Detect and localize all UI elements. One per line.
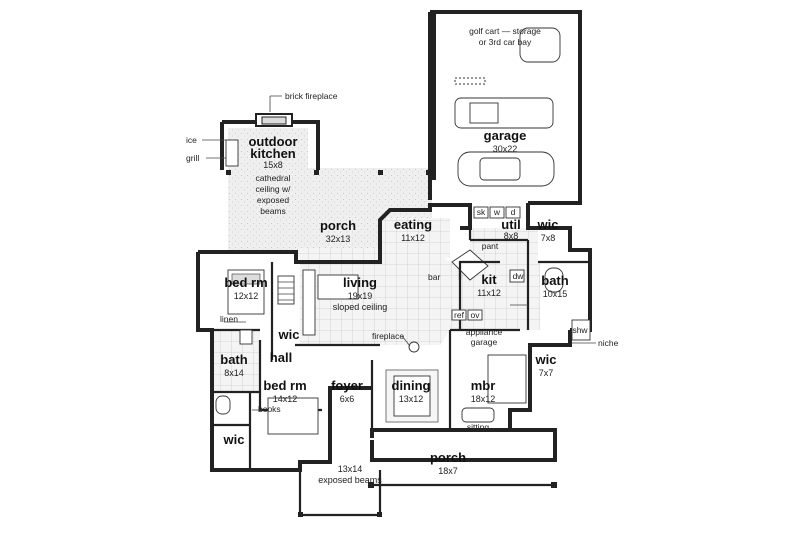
kit-name: kit [481,272,497,287]
bed-rm-1-name: bed rm [224,275,267,290]
porch-back-name: porch [320,218,356,233]
living-dims: 19x19 [348,291,373,301]
fixtures [215,27,591,435]
kit-dims: 11x12 [477,288,501,298]
util-dims: 8x8 [504,231,519,241]
fireplace-label: fireplace [372,331,404,341]
outdoor-kitchen-note-2: ceiling w/ [256,184,292,194]
living-note: sloped ceiling [333,302,388,312]
bath-master-dims: 10x15 [543,289,568,299]
wic-top-name: wic [537,217,559,232]
outdoor-kitchen-name-1: outdoor [248,134,297,149]
outdoor-kitchen-dims: 15x8 [263,160,283,170]
appliance-label-2: garage [471,337,498,347]
pant-label: pant [482,241,499,251]
entry-porch-dims: 13x14 [338,464,363,474]
living-name: living [343,275,377,290]
bed-rm-2-dims: 14x12 [273,394,298,404]
outdoor-kitchen-name-2: kitchen [250,146,296,161]
hall-name: hall [270,350,292,365]
wic-master-dims: 7x7 [539,368,554,378]
bar-label: bar [428,272,440,282]
bed-rm-2-name: bed rm [263,378,306,393]
entry-porch-note: exposed beams [318,475,382,485]
ice-label: ice [186,135,197,145]
porch-front-dims: 18x7 [438,466,458,476]
appliance-label-1: appliance [466,327,503,337]
ov-label: ov [471,310,481,320]
bath-left-name: bath [220,352,248,367]
room-labels: golf cart — storage or 3rd car bay garag… [186,26,619,485]
foyer-name: foyer [331,378,363,393]
wic-master-name: wic [535,352,557,367]
bath-left-dims: 8x14 [224,368,244,378]
wic-bottom-name: wic [223,432,245,447]
wic-left-name: wic [278,327,300,342]
leader-lines [202,95,596,411]
outdoor-kitchen-note-3: exposed [257,195,289,205]
garage-note-2: or 3rd car bay [479,37,532,47]
bed-rm-1-dims: 12x12 [234,291,259,301]
eating-dims: 11x12 [401,233,425,243]
wic-top-dims: 7x8 [541,233,556,243]
niche-label: niche [598,338,619,348]
outdoor-kitchen-note-1: cathedral [256,173,291,183]
dw-label: dw [513,271,525,281]
w-label: w [493,207,501,217]
mbr-name: mbr [471,378,496,393]
books-label: books [258,404,281,414]
dining-name: dining [392,378,431,393]
sk-label: sk [477,207,486,217]
d-label: d [511,207,516,217]
outdoor-kitchen-note-4: beams [260,206,286,216]
garage-note-1: golf cart — storage [469,26,541,36]
mbr-dims: 18x12 [471,394,496,404]
dining-dims: 13x12 [399,394,424,404]
foyer-dims: 6x6 [340,394,355,404]
garage-dims: 30x22 [493,144,518,154]
util-name: util [501,217,521,232]
bath-master-name: bath [541,273,569,288]
shw-label: shw [572,325,588,335]
garage-name: garage [484,128,527,143]
linen-label: linen [220,314,238,324]
eating-name: eating [394,217,432,232]
ref-label: ref [454,310,465,320]
grill-label: grill [186,153,199,163]
brick-fireplace-label: brick fireplace [285,91,338,101]
porch-front-name: porch [430,450,466,465]
porch-back-dims: 32x13 [326,234,351,244]
mbr-note: sitting [467,422,489,432]
